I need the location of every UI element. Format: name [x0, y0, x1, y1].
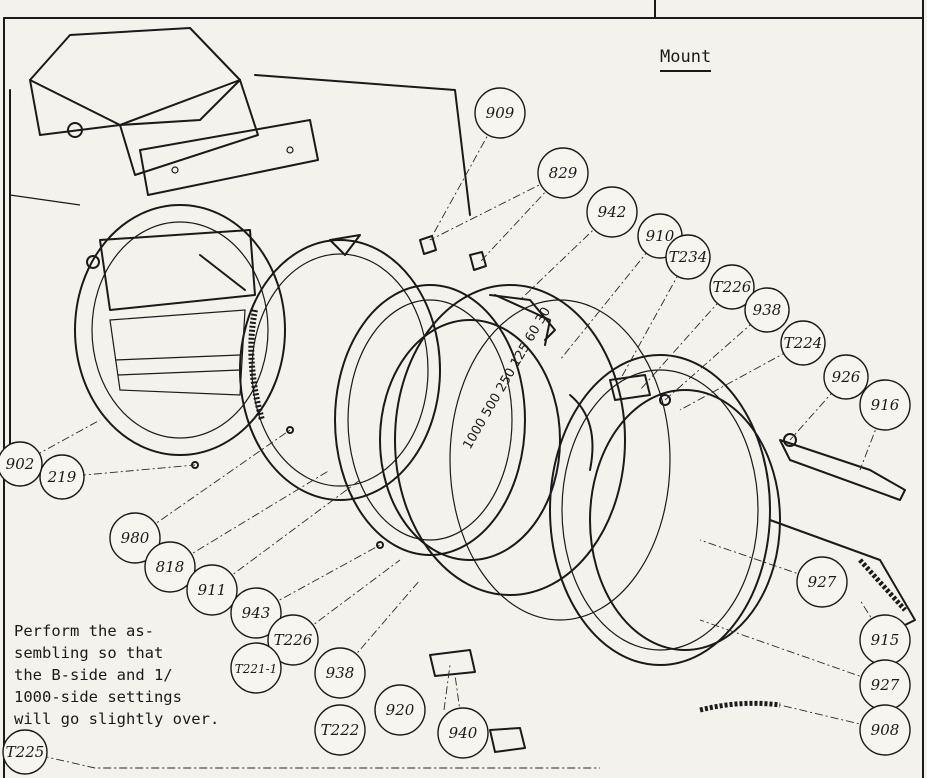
- mount-rings: 1000 500 250 125 60 30: [334, 284, 781, 666]
- svg-text:915: 915: [871, 631, 900, 649]
- callout-915: 915: [859, 614, 911, 666]
- callout-943: 943: [230, 587, 282, 639]
- svg-text:T226: T226: [713, 278, 752, 296]
- callout-927-bottom: 927: [859, 659, 911, 711]
- callout-926: 926: [823, 354, 869, 400]
- callout-T221-1: T221-1: [230, 642, 282, 694]
- callout-938-top: 938: [744, 287, 790, 333]
- svg-text:T222: T222: [321, 721, 360, 739]
- svg-text:943: 943: [242, 604, 271, 622]
- svg-text:920: 920: [386, 701, 415, 719]
- svg-text:T224: T224: [784, 334, 823, 352]
- callout-938-bottom: 938: [314, 647, 366, 699]
- svg-text:911: 911: [198, 581, 227, 599]
- svg-text:940: 940: [449, 724, 478, 742]
- callouts: 909 829 942 910 T234 T226 938 T224 926 9…: [0, 87, 911, 775]
- svg-text:908: 908: [871, 721, 900, 739]
- svg-text:T234: T234: [669, 248, 708, 266]
- svg-text:T225: T225: [6, 743, 45, 761]
- svg-text:T221-1: T221-1: [235, 662, 278, 676]
- page-frame: [3, 0, 924, 778]
- callout-909: 909: [474, 87, 526, 139]
- svg-text:927: 927: [871, 676, 900, 694]
- svg-text:916: 916: [871, 396, 900, 414]
- toothed-ring: [239, 234, 441, 501]
- camera-body: [9, 27, 471, 456]
- svg-text:219: 219: [47, 468, 77, 486]
- callout-T222: T222: [314, 704, 366, 756]
- svg-text:926: 926: [832, 368, 861, 386]
- callout-911: 911: [186, 564, 238, 616]
- callout-916: 916: [859, 379, 911, 431]
- svg-text:818: 818: [156, 558, 185, 576]
- callout-940: 940: [437, 707, 489, 759]
- callout-942: 942: [586, 186, 638, 238]
- svg-text:938: 938: [326, 664, 355, 682]
- small-parts: [191, 235, 916, 753]
- callout-927-middle: 927: [796, 556, 848, 608]
- svg-text:938: 938: [753, 301, 782, 319]
- svg-text:980: 980: [121, 529, 150, 547]
- shutter-speed-scale: 1000 500 250 125 60 30: [460, 305, 554, 452]
- svg-text:927: 927: [808, 573, 837, 591]
- callout-980: 980: [109, 512, 161, 564]
- callout-T224: T224: [780, 320, 826, 366]
- callout-T226-bottom: T226: [267, 614, 319, 666]
- callout-908: 908: [859, 704, 911, 756]
- assembly-note: Perform the as- sembling so that the B-s…: [14, 622, 220, 728]
- callout-902: 902: [0, 441, 43, 487]
- svg-text:829: 829: [549, 164, 578, 182]
- callout-T226-top: T226: [709, 264, 755, 310]
- svg-text:902: 902: [6, 455, 35, 473]
- callout-T234: T234: [665, 234, 711, 280]
- callout-219: 219: [39, 454, 85, 500]
- svg-text:T226: T226: [274, 631, 313, 649]
- callout-920: 920: [374, 684, 426, 736]
- svg-text:942: 942: [598, 203, 627, 221]
- callout-T225: T225: [2, 729, 48, 775]
- svg-text:910: 910: [646, 227, 675, 245]
- callout-818: 818: [144, 541, 196, 593]
- section-title: Mount: [660, 47, 712, 72]
- svg-text:909: 909: [486, 104, 515, 122]
- callout-829: 829: [537, 147, 589, 199]
